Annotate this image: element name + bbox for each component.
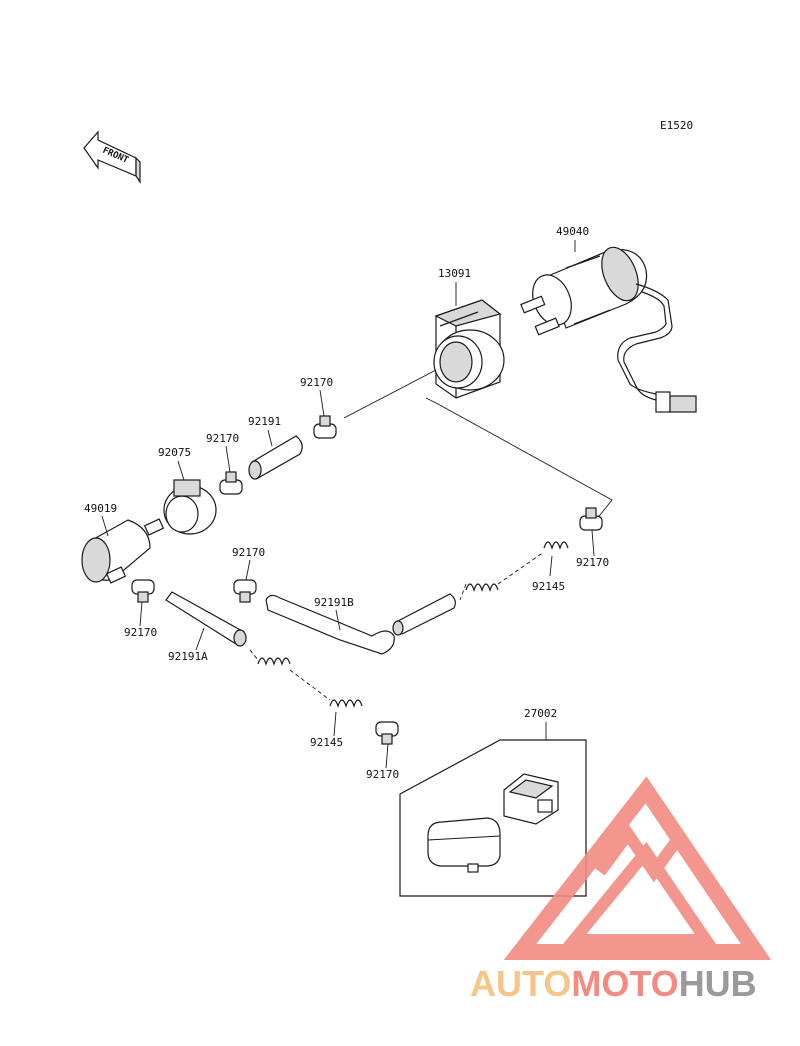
label-92170-b: 92170: [206, 432, 239, 445]
wordmark-auto: AUTO: [470, 963, 571, 1004]
front-arrow-icon: FRONT: [83, 130, 141, 184]
spring-92145-a: [459, 541, 569, 601]
relay-kit-27002: [399, 739, 587, 897]
label-92170-c: 92170: [124, 626, 157, 639]
clamp-92170-b: [219, 471, 243, 495]
wordmark-moto: MOTO: [571, 963, 678, 1004]
label-92075: 92075: [158, 446, 191, 459]
wordmark-hub: HUB: [679, 963, 757, 1004]
hose-92191B: [265, 593, 456, 655]
label-49019: 49019: [84, 502, 117, 515]
label-92145-b: 92145: [310, 736, 343, 749]
label-92170-e: 92170: [576, 556, 609, 569]
hose-92191: [248, 435, 303, 480]
label-92145-a: 92145: [532, 580, 565, 593]
clamp-92170-a: [313, 415, 337, 439]
label-92170-d: 92170: [232, 546, 265, 559]
label-49040: 49040: [556, 225, 589, 238]
spring-92145-b: [249, 649, 363, 708]
label-92170-a: 92170: [300, 376, 333, 389]
label-92191: 92191: [248, 415, 281, 428]
clamp-92170-c: [131, 579, 155, 603]
fuel-pump-49040: [520, 246, 697, 413]
clamp-92170-e: [579, 507, 603, 531]
automotohub-logo: [503, 776, 772, 960]
svg-text:AUTOMOTOHUB: AUTOMOTOHUB: [470, 963, 757, 1004]
clamp-92170-d: [233, 579, 257, 603]
bracket-13091: [433, 299, 505, 399]
diagram-code: E1520: [660, 119, 693, 132]
label-92191B: 92191B: [314, 596, 354, 609]
label-13091: 13091: [438, 267, 471, 280]
band-92075: [163, 479, 217, 535]
label-27002: 27002: [524, 707, 557, 720]
fuel-filter-49019: [81, 518, 165, 584]
clamp-92170-f: [375, 721, 399, 745]
label-92191A: 92191A: [168, 650, 208, 663]
label-92170-f: 92170: [366, 768, 399, 781]
automotohub-wordmark: AUTOMOTOHUB: [470, 963, 757, 1004]
hose-92191A: [165, 591, 247, 647]
